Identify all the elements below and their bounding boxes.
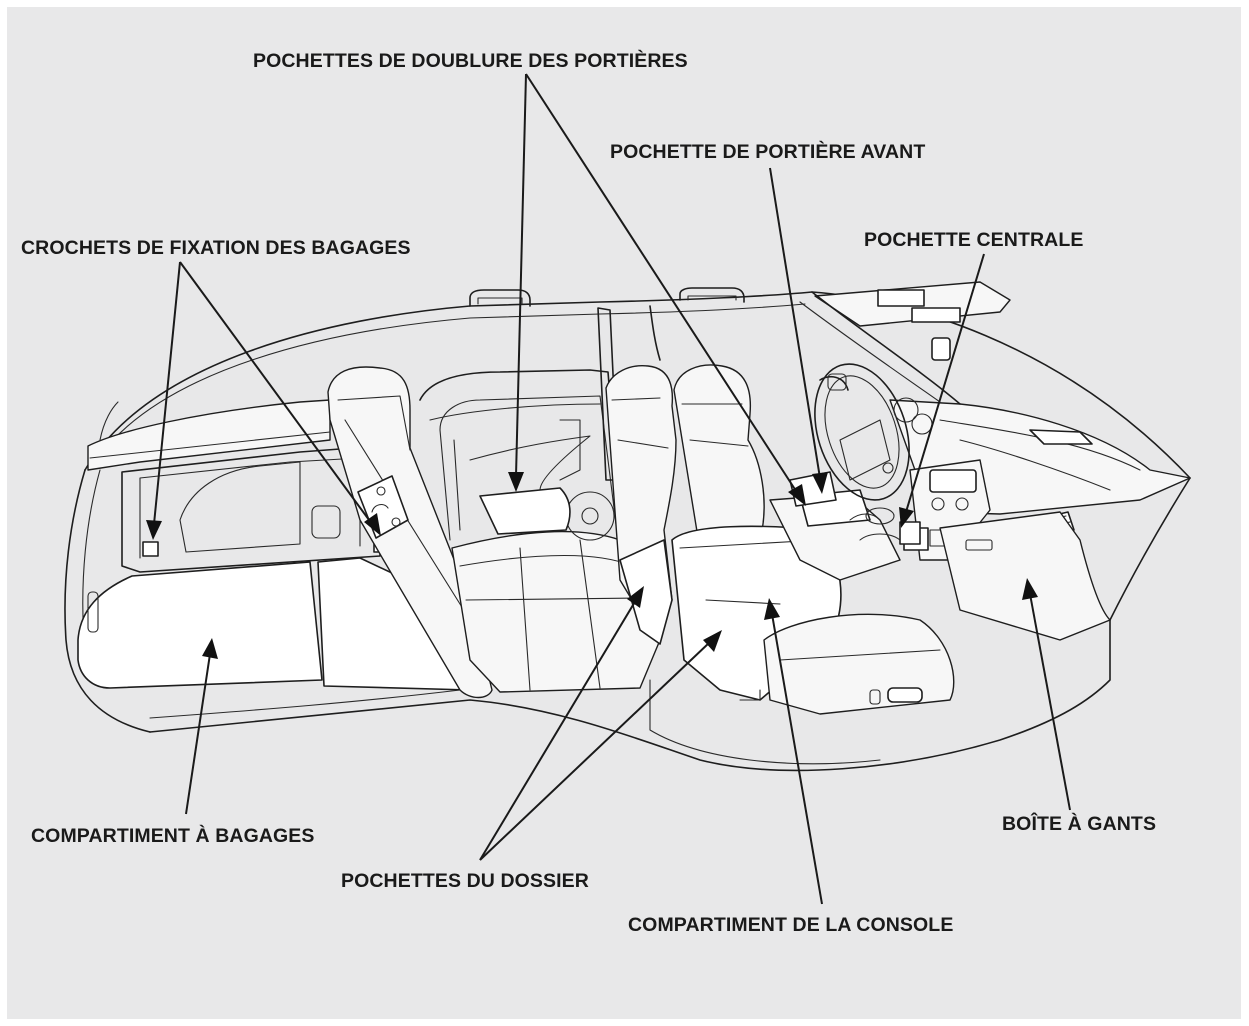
diagram-frame: POCHETTES DE DOUBLURE DES PORTIÈRES POCH… — [7, 7, 1241, 1019]
a-pillar — [811, 291, 961, 405]
label-front-door-pocket: POCHETTE DE PORTIÈRE AVANT — [610, 141, 926, 163]
rear-door-pocket — [479, 487, 571, 535]
rear-door-trim — [419, 369, 621, 541]
dashboard — [889, 399, 1191, 641]
front-seat-cushion — [739, 613, 955, 715]
seatback-pocket-passenger — [619, 539, 673, 645]
center-pocket — [899, 521, 921, 545]
cargo-floor-panel — [77, 561, 323, 689]
label-center-pocket: POCHETTE CENTRALE — [864, 229, 1084, 251]
label-cargo-area: COMPARTIMENT À BAGAGES — [31, 825, 315, 847]
vehicle-interior-illustration — [64, 73, 1191, 905]
cargo-cover — [87, 399, 331, 471]
grab-handles — [469, 287, 745, 307]
leader-lines — [146, 73, 1071, 905]
front-floor — [649, 679, 881, 765]
car-body-outline — [64, 291, 1191, 772]
label-glove-box: BOÎTE À GANTS — [1002, 813, 1157, 835]
label-seat-back-pockets: POCHETTES DU DOSSIER — [341, 870, 589, 892]
label-console-compartment: COMPARTIMENT DE LA CONSOLE — [628, 914, 954, 936]
cargo-hook-left — [142, 541, 159, 557]
label-cargo-hooks: CROCHETS DE FIXATION DES BAGAGES — [21, 237, 411, 259]
label-door-lining-pockets: POCHETTES DE DOUBLURE DES PORTIÈRES — [253, 50, 688, 72]
rear-seat — [327, 366, 661, 699]
overhead-console — [814, 281, 1011, 361]
